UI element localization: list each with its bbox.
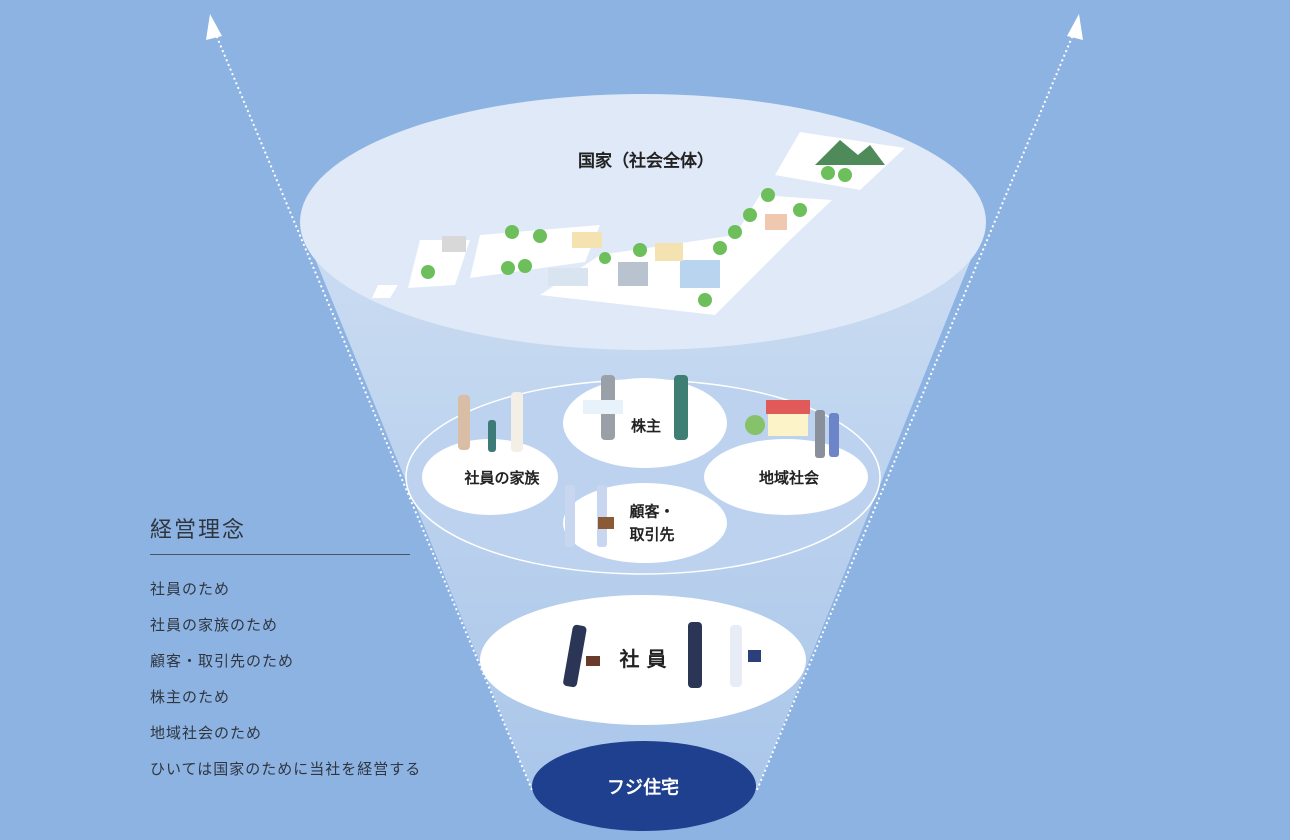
left-arrow-head-icon [206, 14, 222, 40]
left-arrow-line [213, 29, 533, 791]
philosophy-panel: 経営理念 社員のため 社員の家族のため 顧客・取引先のため 株主のため 地域社会… [150, 512, 422, 787]
shareholders-label: 株主 [630, 416, 662, 435]
philosophy-item: 社員のため [150, 580, 231, 598]
family-ellipse [422, 439, 558, 515]
company-ellipse [532, 741, 756, 831]
philosophy-item: 株主のため [150, 688, 231, 706]
employee-figures [563, 622, 761, 688]
philosophy-item: ひいては国家のために当社を経営する [150, 760, 422, 778]
map-buildings [442, 214, 787, 288]
map-trees [421, 166, 852, 307]
philosophy-title: 経営理念 [150, 512, 410, 555]
philosophy-item: 社員の家族のため [150, 616, 279, 634]
community-ellipse [704, 439, 868, 515]
philosophy-item: 顧客・取引先のため [150, 652, 295, 670]
right-arrow-head-icon [1067, 14, 1083, 40]
family-label: 社員の家族 [464, 468, 540, 487]
right-arrow-line [756, 29, 1076, 791]
employees-label: 社 員 [619, 647, 667, 671]
company-label: フジ住宅 [607, 777, 679, 799]
philosophy-item: 地域社会のため [150, 724, 263, 742]
nation-label: 国家（社会全体） [578, 151, 714, 172]
customers-label: 顧客・ 取引先 [629, 502, 675, 544]
community-label: 地域社会 [758, 468, 820, 487]
philosophy-list: 社員のため 社員の家族のため 顧客・取引先のため 株主のため 地域社会のため ひ… [150, 571, 422, 787]
people-illustrations [458, 375, 839, 547]
nation-ellipse [300, 94, 986, 350]
employees-ellipse [480, 595, 806, 725]
mountain-icon [815, 140, 885, 165]
